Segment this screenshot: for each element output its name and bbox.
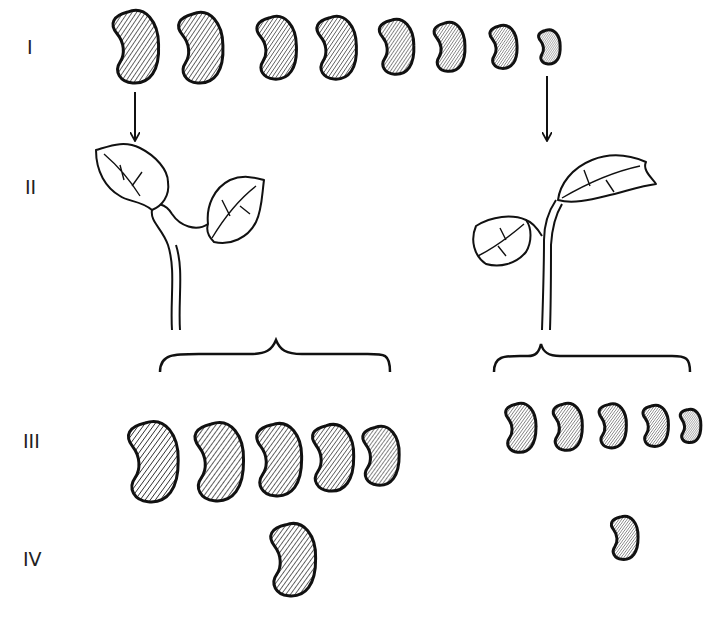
bean bbox=[433, 21, 467, 73]
bean bbox=[256, 422, 305, 497]
row-label: II bbox=[25, 178, 36, 197]
parent-beans bbox=[112, 8, 562, 85]
bean bbox=[553, 402, 585, 451]
bean bbox=[316, 15, 360, 81]
bean bbox=[642, 404, 670, 447]
bean bbox=[177, 10, 227, 84]
bean bbox=[538, 29, 562, 65]
bean bbox=[194, 421, 247, 502]
bean bbox=[680, 409, 702, 444]
bean-plant bbox=[96, 144, 264, 330]
bean bbox=[489, 24, 519, 69]
mean-bean bbox=[611, 515, 640, 560]
bean bbox=[378, 18, 417, 76]
row-label: I bbox=[27, 38, 33, 57]
row-label: IV bbox=[23, 550, 42, 569]
row-label: III bbox=[23, 432, 40, 451]
bean bbox=[505, 402, 538, 453]
bean bbox=[256, 15, 300, 81]
selection-arrow bbox=[134, 92, 136, 140]
selection-arrow bbox=[546, 76, 548, 140]
brace bbox=[160, 340, 390, 372]
bean bbox=[362, 425, 401, 486]
bean-plant bbox=[473, 156, 656, 330]
offspring-beans bbox=[127, 420, 401, 503]
brace bbox=[494, 344, 690, 372]
offspring-beans bbox=[505, 402, 702, 453]
mean-bean bbox=[270, 522, 319, 597]
bean bbox=[127, 420, 181, 503]
bean bbox=[599, 403, 629, 449]
bean bbox=[312, 423, 357, 492]
bean bbox=[112, 8, 163, 85]
